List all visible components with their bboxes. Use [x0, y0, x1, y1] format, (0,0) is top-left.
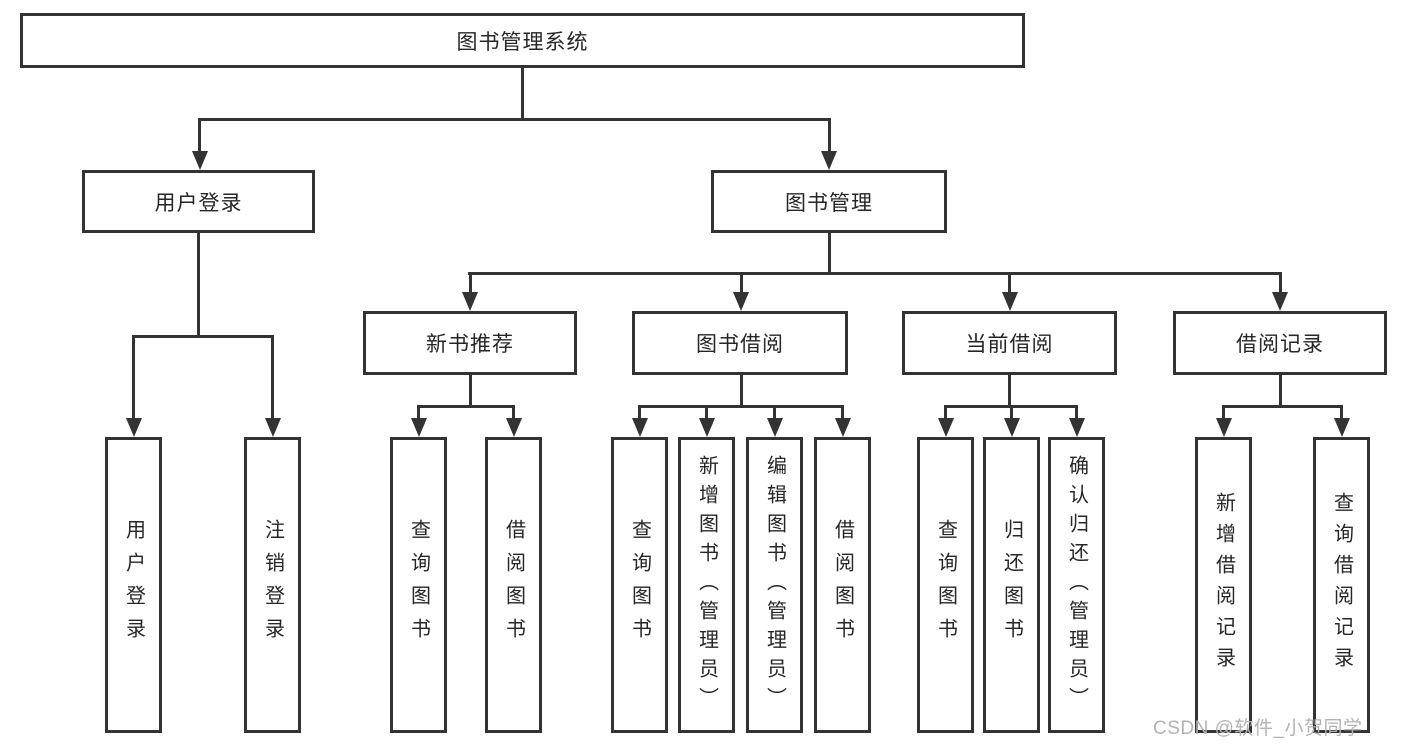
node-new-book-recommend-label: 新书推荐	[426, 333, 514, 356]
node-book-management: 图书管理	[711, 170, 947, 233]
node-root: 图书管理系统	[20, 13, 1025, 68]
leaf-query-book-2-label: 查询图书	[628, 519, 651, 651]
leaf-query-book-2: 查询图书	[611, 437, 668, 733]
node-current-borrow-label: 当前借阅	[965, 333, 1054, 356]
connector-to-leaf-confirm-return	[1075, 405, 1078, 419]
connector-to-leaf-user-login	[132, 335, 135, 419]
leaf-user-login-label: 用户登录	[122, 519, 145, 651]
leaf-query-book-1-label: 查询图书	[407, 519, 430, 651]
node-user-login: 用户登录	[82, 170, 315, 233]
connector-book-borrow-split	[638, 405, 844, 408]
connector-user-login-split	[132, 335, 274, 338]
connector-root-split	[198, 118, 830, 121]
connector-to-book-management	[827, 118, 831, 152]
connector-user-login-stem	[197, 233, 200, 335]
leaf-user-login: 用户登录	[105, 437, 162, 733]
connector-to-leaf-query-record	[1340, 405, 1343, 419]
csdn-watermark: CSDN @软件_小贺同学	[1153, 718, 1363, 739]
leaf-borrow-book-2-label: 借阅图书	[831, 519, 854, 651]
connector-book-management-split	[468, 272, 1281, 275]
node-borrow-record: 借阅记录	[1173, 311, 1387, 375]
arrowhead-borrow-record	[1272, 292, 1288, 311]
arrowhead-leaf-add-book	[698, 418, 715, 437]
arrowhead-leaf-confirm-return	[1068, 418, 1085, 437]
leaf-query-borrow-record: 查询借阅记录	[1313, 437, 1370, 733]
node-book-management-label: 图书管理	[785, 191, 873, 215]
leaf-return-book: 归还图书	[983, 437, 1040, 733]
node-book-borrow-label: 图书借阅	[696, 333, 784, 356]
arrowhead-leaf-query-book-1	[410, 418, 427, 437]
node-new-book-recommend: 新书推荐	[363, 311, 577, 375]
connector-root-stem	[521, 68, 524, 118]
connector-new-book-recommend-split	[417, 405, 515, 408]
leaf-confirm-return-admin-label: 确认归还（管理员）	[1065, 454, 1088, 716]
connector-to-user-login	[198, 118, 201, 152]
leaf-logout-label: 注销登录	[261, 519, 284, 651]
connector-to-leaf-edit-book	[773, 405, 776, 419]
leaf-add-book-admin-label: 新增图书（管理员）	[695, 454, 718, 716]
connector-to-current-borrow	[1008, 272, 1011, 293]
leaf-query-book-3-label: 查询图书	[934, 519, 957, 651]
leaf-add-borrow-record: 新增借阅记录	[1195, 437, 1252, 733]
connector-to-borrow-record	[1278, 272, 1282, 293]
arrowhead-leaf-borrow-book-1	[505, 418, 522, 437]
arrowhead-leaf-query-record	[1333, 418, 1350, 437]
node-borrow-record-label: 借阅记录	[1236, 333, 1324, 356]
connector-to-leaf-borrow-book-2	[841, 405, 844, 419]
connector-to-leaf-query-book-3	[944, 405, 947, 419]
leaf-borrow-book-2: 借阅图书	[814, 437, 871, 733]
node-current-borrow: 当前借阅	[902, 311, 1117, 375]
leaf-borrow-book-1: 借阅图书	[485, 437, 542, 733]
connector-to-leaf-borrow-book-1	[512, 405, 515, 419]
node-root-label: 图书管理系统	[456, 30, 589, 54]
connector-to-leaf-return-book	[1010, 405, 1013, 419]
arrowhead-leaf-return-book	[1003, 418, 1020, 437]
arrowhead-new-book-recommend	[462, 292, 478, 311]
leaf-borrow-book-1-label: 借阅图书	[502, 519, 525, 651]
arrowhead-book-borrow	[733, 292, 749, 311]
leaf-edit-book-admin-label: 编辑图书（管理员）	[763, 454, 786, 716]
arrowhead-leaf-logout	[264, 418, 281, 437]
leaf-add-book-admin: 新增图书（管理员）	[678, 437, 735, 733]
connector-to-new-book-recommend	[468, 272, 472, 293]
connector-current-borrow-stem	[1008, 375, 1011, 405]
leaf-logout: 注销登录	[244, 437, 301, 733]
connector-to-leaf-add-record	[1222, 405, 1225, 419]
connector-to-leaf-add-book	[705, 405, 708, 419]
leaf-return-book-label: 归还图书	[1000, 519, 1023, 651]
leaf-confirm-return-admin: 确认归还（管理员）	[1048, 437, 1105, 733]
connector-to-leaf-logout	[271, 335, 274, 419]
leaf-query-book-1: 查询图书	[390, 437, 447, 733]
leaf-add-borrow-record-label: 新增借阅记录	[1212, 492, 1235, 678]
connector-book-borrow-stem	[739, 375, 743, 405]
connector-borrow-record-stem	[1278, 375, 1282, 405]
node-user-login-label: 用户登录	[154, 191, 243, 215]
connector-to-leaf-query-book-2	[638, 405, 641, 419]
connector-borrow-record-split	[1222, 405, 1343, 408]
leaf-query-borrow-record-label: 查询借阅记录	[1330, 492, 1353, 678]
leaf-edit-book-admin: 编辑图书（管理员）	[746, 437, 803, 733]
arrowhead-leaf-query-book-2	[631, 418, 648, 437]
arrowhead-leaf-add-record	[1215, 418, 1232, 437]
arrowhead-current-borrow	[1001, 292, 1018, 311]
arrowhead-leaf-query-book-3	[937, 418, 954, 437]
arrowhead-user-login	[191, 151, 208, 170]
connector-to-book-borrow	[739, 272, 743, 293]
connector-book-management-stem	[827, 233, 831, 272]
node-book-borrow: 图书借阅	[632, 311, 848, 375]
connector-to-leaf-query-book-1	[417, 405, 420, 419]
arrowhead-book-management	[821, 151, 837, 170]
leaf-query-book-3: 查询图书	[917, 437, 974, 733]
connector-new-book-recommend-stem	[468, 375, 472, 405]
arrowhead-leaf-user-login	[125, 418, 142, 437]
arrowhead-leaf-borrow-book-2	[834, 418, 851, 437]
arrowhead-leaf-edit-book	[766, 418, 783, 437]
